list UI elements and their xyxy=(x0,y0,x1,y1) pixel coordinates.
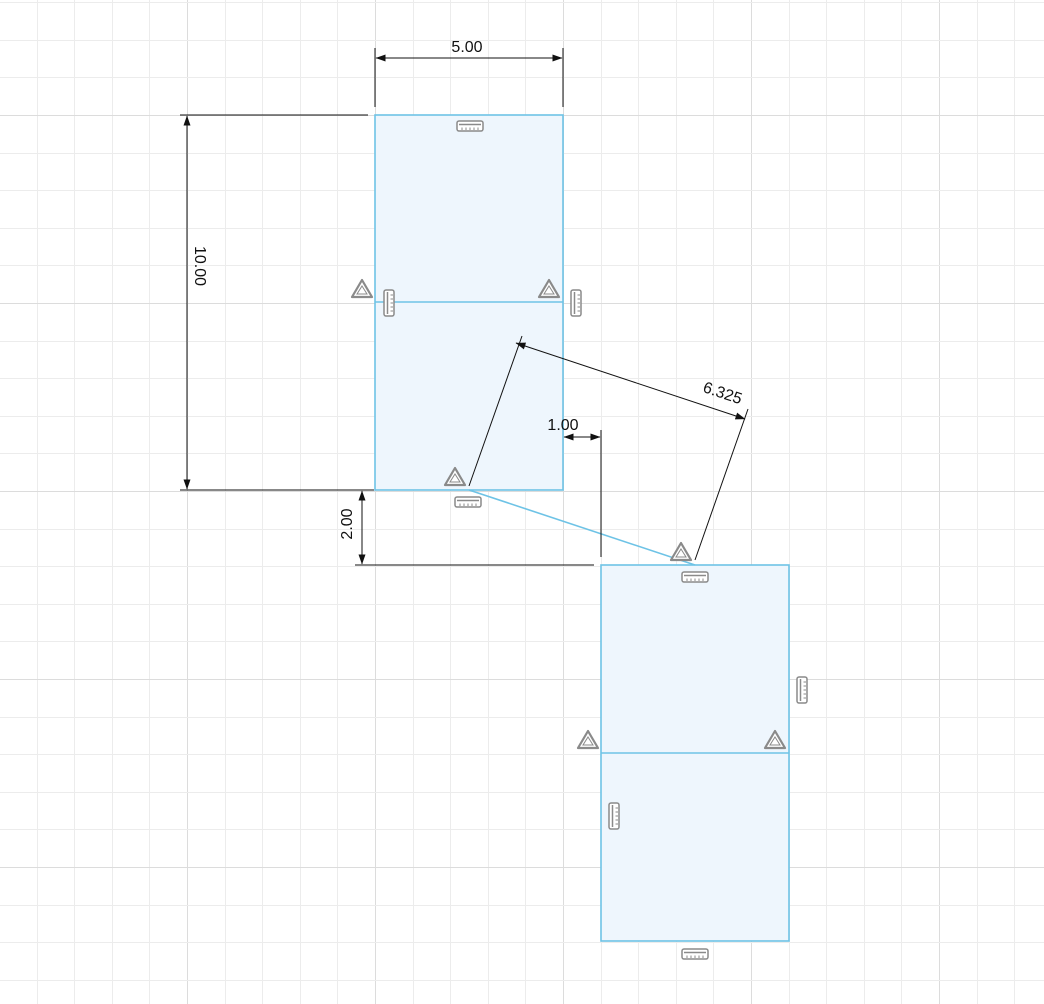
dimension-height[interactable]: 10.00 xyxy=(180,114,374,491)
midpoint-constraint-icon[interactable] xyxy=(350,278,374,299)
midpoint-constraint-icon[interactable] xyxy=(763,729,787,750)
horizontal-constraint-icon[interactable] xyxy=(681,571,709,583)
vertical-constraint-icon[interactable] xyxy=(608,802,620,830)
horizontal-constraint-icon[interactable] xyxy=(681,948,709,960)
dimension-height-value[interactable]: 10.00 xyxy=(191,246,208,286)
midpoint-constraint-icon[interactable] xyxy=(669,541,693,562)
vertical-constraint-icon[interactable] xyxy=(570,289,582,317)
dimension-horizontal-offset-value[interactable]: 1.00 xyxy=(547,417,578,434)
sketch-profile-lower[interactable] xyxy=(600,564,790,942)
vertical-constraint-icon[interactable] xyxy=(383,289,395,317)
constraint-glyphs xyxy=(350,120,808,960)
dimension-width-value[interactable]: 5.00 xyxy=(451,39,482,56)
midpoint-constraint-icon[interactable] xyxy=(537,278,561,299)
horizontal-constraint-icon[interactable] xyxy=(454,496,482,508)
midpoint-constraint-icon[interactable] xyxy=(576,729,600,750)
dimension-vertical-offset[interactable]: 2.00 xyxy=(339,490,594,566)
connecting-line[interactable] xyxy=(468,489,696,566)
dimension-vertical-offset-value[interactable]: 2.00 xyxy=(339,508,356,539)
dimension-horizontal-offset[interactable]: 1.00 xyxy=(547,417,602,557)
midpoint-constraint-icon[interactable] xyxy=(443,466,467,487)
horizontal-constraint-icon[interactable] xyxy=(456,120,484,132)
dimension-width[interactable]: 5.00 xyxy=(374,39,564,107)
sketch-profile-upper[interactable] xyxy=(374,114,564,491)
dimension-aligned-distance-value[interactable]: 6.325 xyxy=(701,379,744,408)
vertical-constraint-icon[interactable] xyxy=(796,676,808,704)
